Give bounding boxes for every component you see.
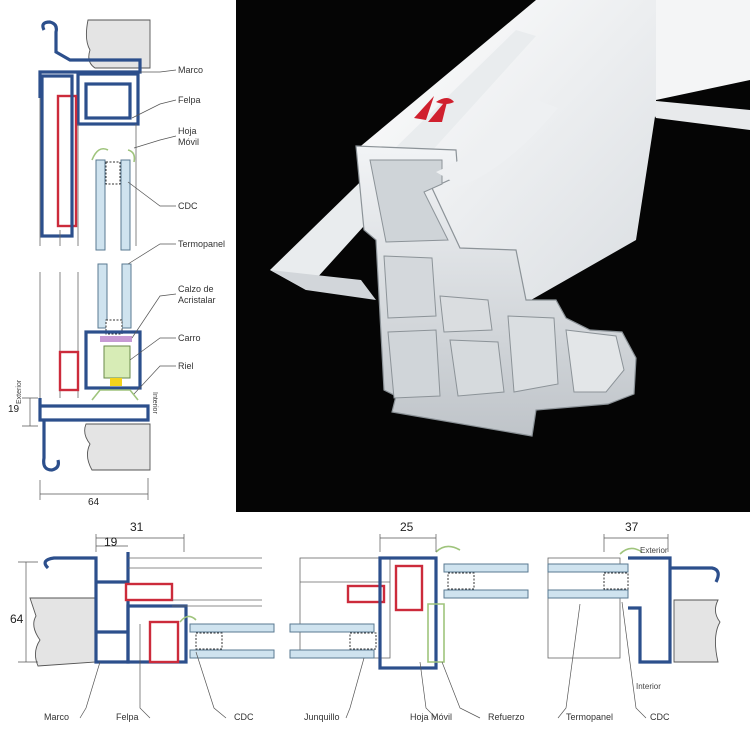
right-gasket: [619, 547, 643, 555]
label-termopanel-top: Termopanel: [178, 239, 226, 249]
right-wall-concrete: [673, 599, 721, 663]
dimension-width-64: 64: [88, 497, 100, 508]
side-label-exterior-vertical: Exterior: [16, 379, 23, 404]
left-gasket: [179, 615, 197, 623]
dimension-31: 31: [130, 520, 144, 534]
top-frame-chamber: [76, 72, 140, 126]
label-riel: Riel: [178, 361, 194, 371]
right-frame-profile: [628, 556, 720, 664]
mid-spacer-right: [447, 572, 475, 590]
mid-spacer-left: [349, 632, 377, 650]
roller-carriage: [103, 345, 131, 379]
rail-profile: [91, 389, 139, 401]
label-felpa-bottom: Felpa: [116, 712, 139, 722]
side-label-interior-horizontal: Interior: [636, 682, 661, 691]
right-spacer: [603, 572, 629, 590]
label-cdc-top: CDC: [178, 201, 198, 211]
vertical-section-drawing: [22, 19, 177, 500]
profile-photo: [236, 0, 750, 512]
label-cdc-bottom-right: CDC: [650, 712, 670, 722]
roller-wheel: [110, 378, 122, 386]
right-glass-pane-1: [547, 563, 629, 573]
label-carro: Carro: [178, 333, 201, 343]
label-calzo: Calzo de Acristalar: [178, 284, 216, 305]
profile-photo-illustration: [270, 0, 750, 437]
mid-refuerzo-profile: [427, 545, 461, 663]
mid-reinforcement-left: [346, 584, 386, 604]
top-gasket: [91, 147, 136, 163]
label-cdc-bottom-left: CDC: [234, 712, 254, 722]
top-spacer: [105, 161, 121, 185]
left-glass-pane-2: [189, 649, 275, 659]
mid-glass-pane-left-1: [289, 623, 375, 633]
label-termopanel-bottom: Termopanel: [566, 712, 614, 722]
top-frame-inner: [84, 82, 132, 120]
brand-logo-icon: [414, 96, 454, 122]
horizontal-section-drawing: [18, 534, 721, 719]
mid-reinforcement-right: [394, 564, 424, 612]
dimension-37: 37: [625, 520, 639, 534]
left-reinforcement: [124, 582, 174, 602]
left-spacer: [195, 632, 223, 650]
dimension-25: 25: [400, 520, 414, 534]
bottom-glass-pane-2: [121, 263, 132, 329]
mid-glass-pane-right-2: [443, 589, 529, 599]
label-hoja-movil-bottom: Hoja Móvil: [410, 712, 453, 722]
bottom-frame-profile: [38, 398, 150, 472]
top-sash: [40, 74, 74, 238]
bottom-glass-pane-1: [97, 263, 108, 329]
label-junquillo: Junquillo: [304, 712, 340, 722]
left-wall-concrete: [29, 597, 97, 667]
left-sash-reinforcement: [148, 620, 180, 664]
dimension-19-horizontal: 19: [104, 535, 118, 549]
label-refuerzo: Refuerzo: [488, 712, 525, 722]
mid-glass-pane-left-2: [289, 649, 375, 659]
side-label-exterior-horizontal: Exterior: [640, 546, 668, 555]
mid-frame-profile: [378, 556, 438, 670]
label-marco-bottom: Marco: [44, 712, 70, 722]
top-glass-pane-1: [95, 159, 106, 251]
side-label-interior-vertical: Interior: [151, 392, 158, 414]
dimension-64-horizontal: 64: [10, 612, 24, 626]
left-glass-pane-1: [189, 623, 275, 633]
right-glass-pane-2: [547, 589, 629, 599]
bottom-reinforcement: [58, 350, 80, 392]
label-felpa-top: Felpa: [178, 95, 201, 105]
bottom-sash: [84, 330, 142, 390]
top-glass-pane-2: [120, 159, 131, 251]
dimension-height-19: 19: [8, 404, 20, 415]
bottom-wall-concrete: [84, 423, 151, 471]
label-hoja-movil-top: Hoja Móvil: [178, 126, 200, 147]
label-marco-top: Marco: [178, 65, 204, 75]
left-frame-profile: [43, 552, 130, 664]
mid-glass-pane-right-1: [443, 563, 529, 573]
glazing-shim: [100, 336, 132, 342]
top-frame-profile: [38, 20, 142, 98]
top-wall-concrete: [85, 19, 151, 69]
